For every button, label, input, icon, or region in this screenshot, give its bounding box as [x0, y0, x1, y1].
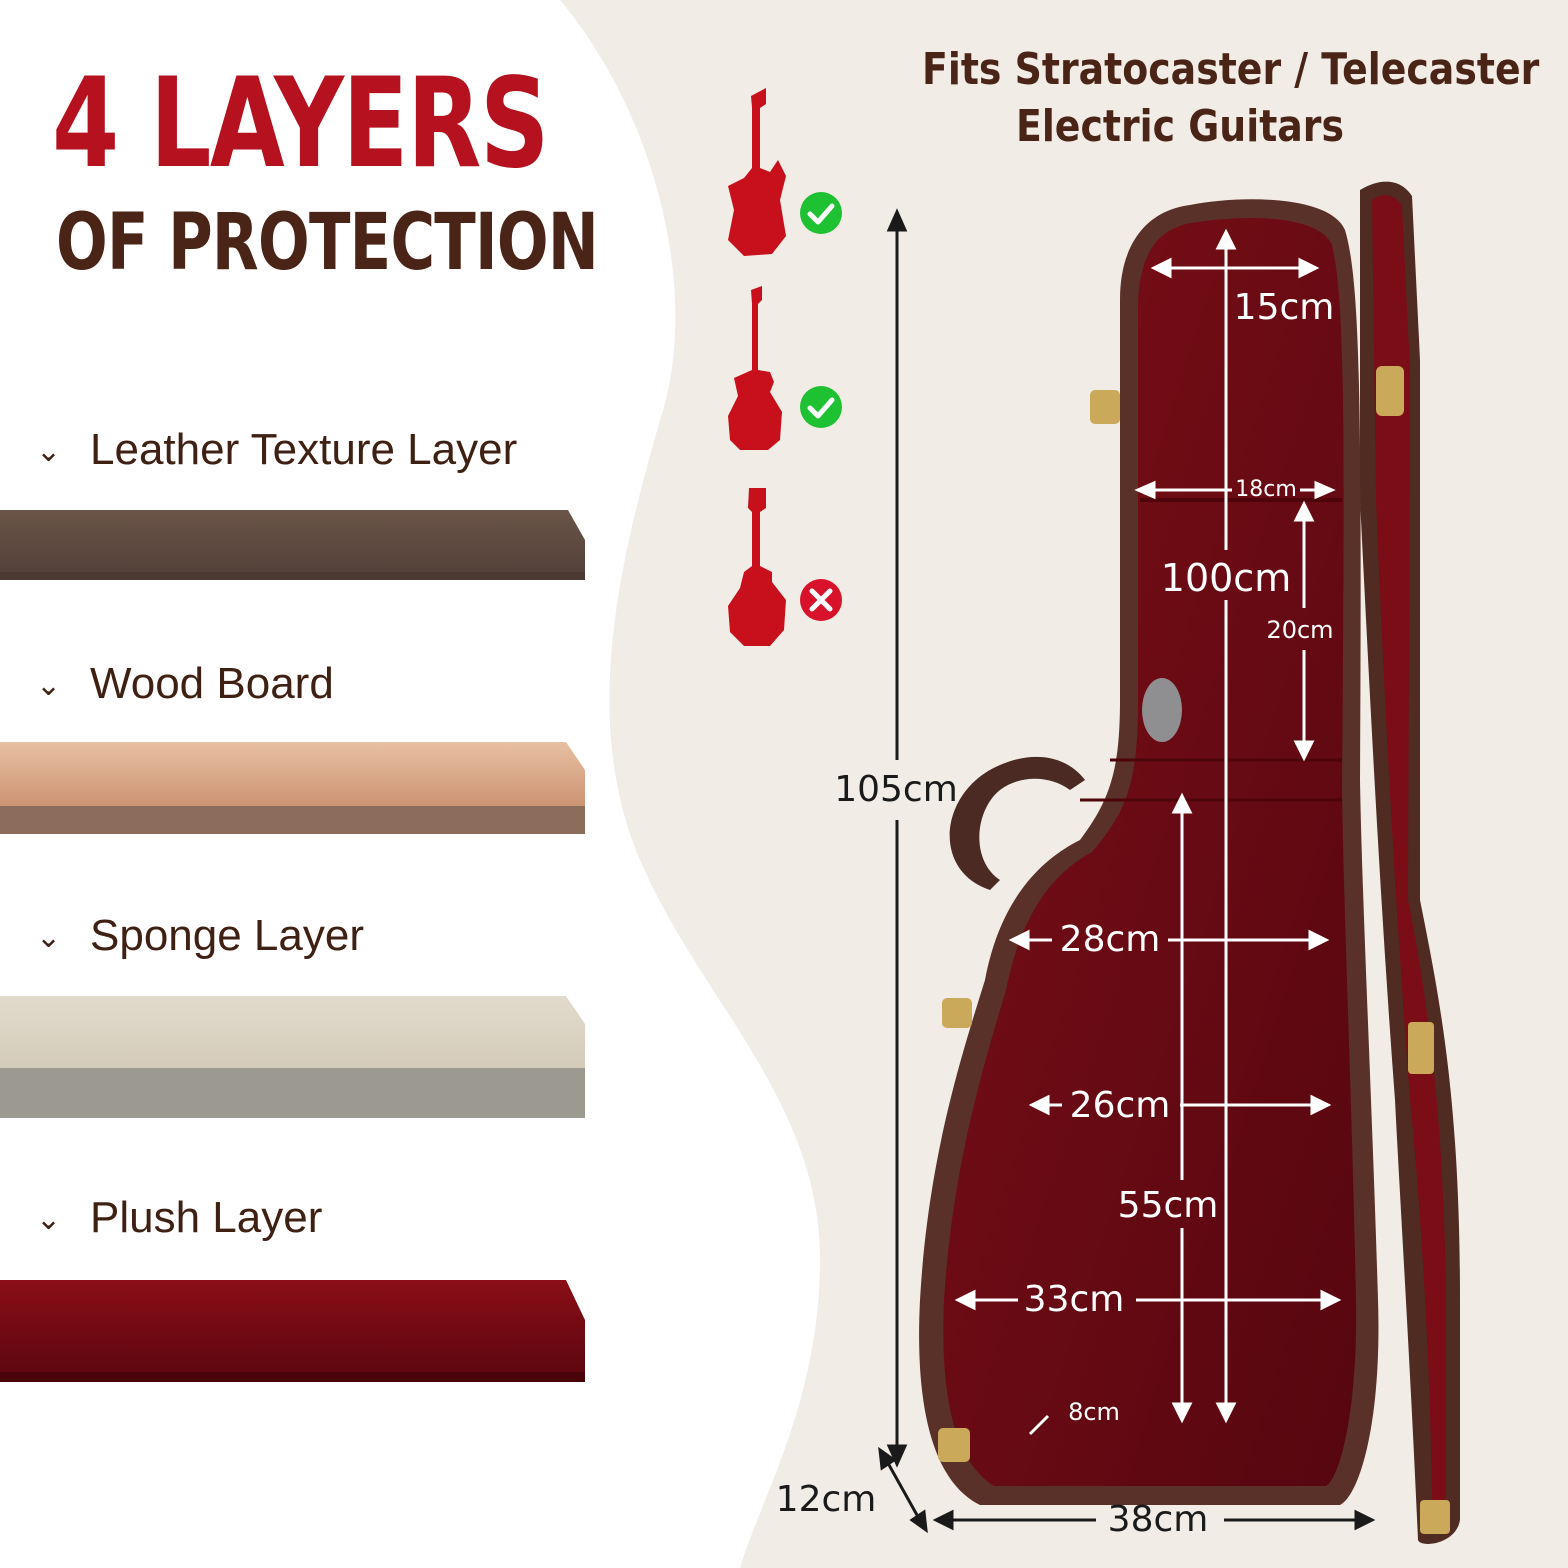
dim-outer-depth: 12cm	[775, 1479, 877, 1520]
dim-inner-length: 100cm	[1160, 556, 1292, 600]
layer-label-leather: ⌄Leather Texture Layer	[36, 425, 518, 474]
cross-icon	[800, 579, 842, 621]
dim-inner-depth: 8cm	[1068, 1398, 1120, 1426]
sponge-layer-swatch	[0, 996, 585, 1118]
stratocaster-icon	[728, 88, 786, 256]
dim-outer-width: 38cm	[1107, 1499, 1209, 1540]
heading-subtitle: OF PROTECTION	[56, 198, 599, 288]
chevron-down-icon: ⌄	[36, 435, 62, 469]
dim-neck-pocket: 20cm	[1266, 616, 1334, 644]
chevron-down-icon: ⌄	[36, 921, 62, 955]
les-paul-icon	[728, 488, 786, 646]
dim-body-length: 55cm	[1117, 1185, 1219, 1226]
chevron-down-icon: ⌄	[36, 669, 62, 703]
plush-layer-swatch	[0, 1280, 585, 1382]
leather-layer-swatch	[0, 510, 585, 580]
fits-title: Fits Stratocaster / Telecaster	[922, 44, 1540, 95]
dim-upper-body: 28cm	[1059, 919, 1161, 960]
telecaster-icon	[728, 286, 782, 450]
check-icon	[800, 192, 842, 234]
dim-lower-body: 33cm	[1023, 1279, 1125, 1320]
layer-label-sponge: ⌄Sponge Layer	[36, 911, 364, 960]
dim-waist: 26cm	[1069, 1085, 1171, 1126]
outer-dimension-lines	[878, 208, 1376, 1534]
inner-dimension-lines	[954, 228, 1342, 1436]
heading-title: 4 LAYERS	[52, 52, 550, 196]
latch	[942, 998, 972, 1028]
chevron-down-icon: ⌄	[36, 1203, 62, 1237]
dim-outer-length: 105cm	[834, 769, 958, 810]
check-icon	[800, 386, 842, 428]
fits-subtitle: Electric Guitars	[1015, 101, 1345, 152]
wood-board-swatch	[0, 742, 585, 834]
case-lid	[1360, 181, 1460, 1544]
latch	[938, 1428, 970, 1462]
layer-label-wood: ⌄Wood Board	[36, 659, 334, 708]
layer-label-plush: ⌄Plush Layer	[36, 1193, 323, 1242]
dim-head-width: 15cm	[1233, 287, 1335, 328]
dim-neck-width: 18cm	[1235, 477, 1297, 502]
case-interior	[943, 217, 1357, 1486]
case-handle	[949, 756, 1085, 890]
brand-badge	[1142, 678, 1182, 742]
latch	[1090, 390, 1120, 424]
